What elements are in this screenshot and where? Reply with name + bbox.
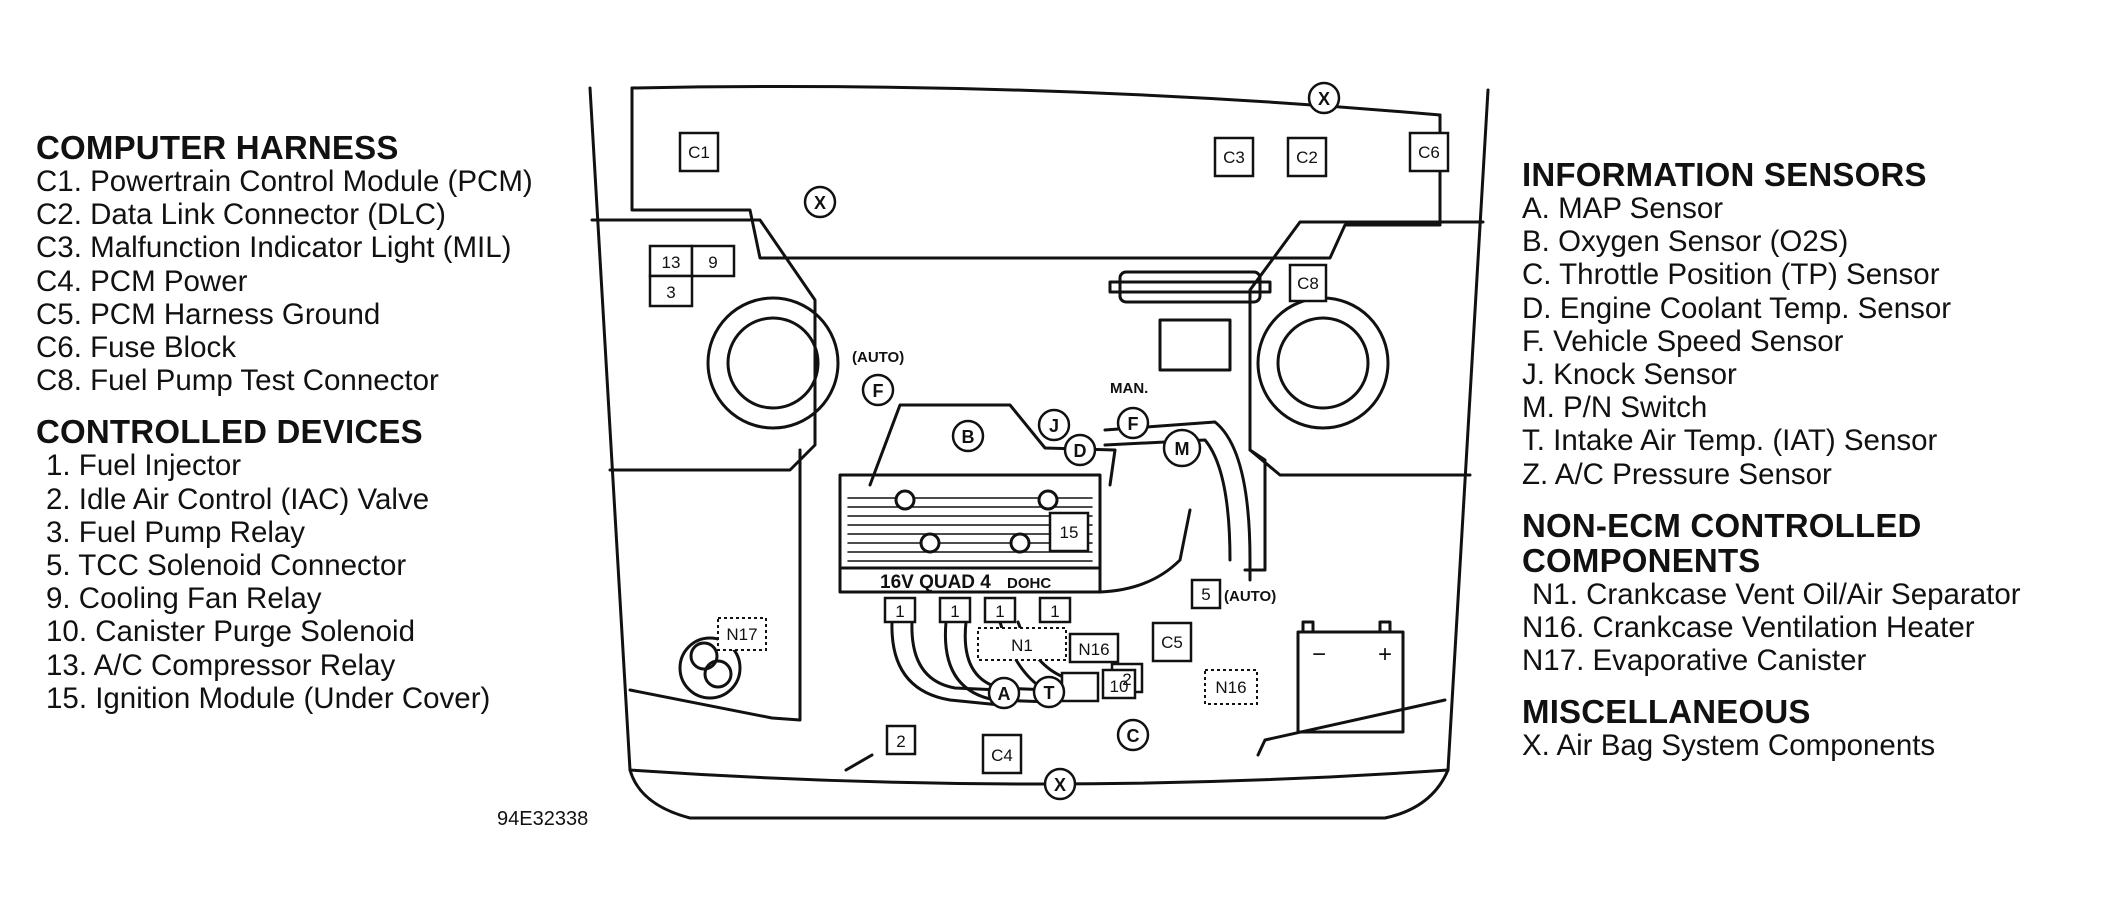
label-c6: C6 bbox=[1418, 143, 1440, 162]
legend-item: 15. Ignition Module (Under Cover) bbox=[46, 681, 491, 715]
legend-item: D. Engine Coolant Temp. Sensor bbox=[1522, 291, 1952, 325]
legend-item: X. Air Bag System Components bbox=[1522, 729, 1936, 763]
legend-item: 3. Fuel Pump Relay bbox=[46, 515, 306, 549]
legend-item: A. MAP Sensor bbox=[1522, 192, 1724, 225]
miscellaneous-heading: MISCELLANEOUS bbox=[1522, 693, 1811, 731]
label-2a: 2 bbox=[1122, 670, 1131, 689]
auto-label-top: (AUTO) bbox=[852, 349, 904, 366]
evap-canister bbox=[678, 636, 742, 700]
engine-head bbox=[868, 403, 1117, 487]
label-c3: C3 bbox=[1223, 148, 1245, 167]
legend-item: C8. Fuel Pump Test Connector bbox=[36, 364, 439, 398]
battery-minus: − bbox=[1312, 641, 1326, 668]
figure-id: 94E32338 bbox=[497, 808, 589, 830]
engine-block bbox=[838, 473, 1102, 594]
booster bbox=[1158, 318, 1232, 372]
right-fender-lower bbox=[1256, 698, 1447, 757]
battery-plus: + bbox=[1378, 641, 1392, 668]
legend-item: C3. Malfunction Indicator Light (MIL) bbox=[36, 231, 512, 265]
label-inj4: 1 bbox=[1050, 602, 1059, 621]
cowl-panel bbox=[630, 86, 1442, 260]
circle-t: T bbox=[1044, 683, 1055, 703]
left-strut-inner bbox=[726, 316, 820, 410]
body-outline bbox=[588, 86, 1490, 820]
engine-sub-label: DOHC bbox=[1007, 575, 1051, 592]
legend-item: M. P/N Switch bbox=[1522, 391, 1708, 425]
legend-item: 13. A/C Compressor Relay bbox=[46, 648, 396, 682]
box-labels bbox=[648, 131, 1450, 775]
non-ecm-heading: NON-ECM CONTROLLED bbox=[1522, 506, 1922, 544]
battery bbox=[1296, 630, 1405, 734]
left-fender bbox=[590, 218, 817, 472]
legend-item: J. Knock Sensor bbox=[1522, 358, 1737, 392]
legend-item: 5. TCC Solenoid Connector bbox=[46, 549, 407, 583]
label-inj1: 1 bbox=[895, 602, 904, 621]
air-duct bbox=[1103, 420, 1252, 582]
legend-left: COMPUTER HARNESS C1. Powertrain Control … bbox=[36, 130, 533, 715]
legend-item: Z. A/C Pressure Sensor bbox=[1522, 457, 1832, 491]
right-fender bbox=[1248, 220, 1485, 477]
inner-floor bbox=[628, 768, 1450, 786]
legend-item: N17. Evaporative Canister bbox=[1522, 644, 1867, 678]
circle-m: M bbox=[1175, 439, 1190, 459]
legend-item: 1. Fuel Injector bbox=[46, 449, 242, 483]
left-fender-lower bbox=[628, 448, 802, 722]
circle-c: C bbox=[1127, 726, 1140, 746]
non-ecm-heading-2: COMPONENTS bbox=[1522, 541, 1761, 579]
legend-item: 9. Cooling Fan Relay bbox=[46, 582, 322, 616]
circle-d: D bbox=[1074, 441, 1087, 461]
label-3: 3 bbox=[666, 283, 675, 302]
legend-item: 10. Canister Purge Solenoid bbox=[46, 615, 415, 649]
auto-label-5: (AUTO) bbox=[1224, 588, 1276, 605]
label-15: 15 bbox=[1060, 523, 1079, 542]
legend-item: C5. PCM Harness Ground bbox=[36, 297, 381, 331]
label-n1: N1 bbox=[1011, 636, 1033, 655]
label-13: 13 bbox=[662, 253, 681, 272]
legend-item: N1. Crankcase Vent Oil/Air Separator bbox=[1532, 577, 2021, 611]
label-n16b: N16 bbox=[1215, 678, 1246, 697]
circle-f-auto: F bbox=[873, 381, 884, 401]
circle-x-top: X bbox=[1318, 89, 1330, 109]
legend-item: N16. Crankcase Ventilation Heater bbox=[1522, 611, 1975, 645]
label-9: 9 bbox=[708, 253, 717, 272]
controlled-devices-heading: CONTROLLED DEVICES bbox=[36, 413, 423, 451]
master-cylinder bbox=[1118, 270, 1262, 304]
label-c4: C4 bbox=[991, 746, 1013, 765]
legend-item: C. Throttle Position (TP) Sensor bbox=[1522, 258, 1940, 292]
label-inj2: 1 bbox=[950, 602, 959, 621]
label-n17: N17 bbox=[726, 625, 757, 644]
engine-label: 16V QUAD 4 bbox=[880, 572, 991, 593]
label-c5: C5 bbox=[1161, 633, 1183, 652]
label-inj3: 1 bbox=[995, 602, 1004, 621]
circle-x-left: X bbox=[814, 193, 826, 213]
legend-item: F. Vehicle Speed Sensor bbox=[1522, 324, 1844, 358]
legend-item: B. Oxygen Sensor (O2S) bbox=[1522, 225, 1849, 259]
legend-item: 2. Idle Air Control (IAC) Valve bbox=[46, 482, 430, 516]
right-strut-inner bbox=[1276, 316, 1370, 410]
information-sensors-heading: INFORMATION SENSORS bbox=[1522, 156, 1927, 193]
circle-x-bottom: X bbox=[1054, 775, 1066, 795]
label-n16a: N16 bbox=[1078, 640, 1109, 659]
legend-item: T. Intake Air Temp. (IAT) Sensor bbox=[1522, 424, 1938, 458]
left-strut-outer bbox=[706, 296, 840, 430]
label-c8: C8 bbox=[1297, 274, 1319, 293]
circle-j: J bbox=[1049, 416, 1059, 436]
computer-harness-heading: COMPUTER HARNESS bbox=[36, 129, 399, 166]
label-2b: 2 bbox=[896, 732, 905, 751]
man-label: MAN. bbox=[1110, 380, 1148, 397]
label-10: 10 bbox=[1110, 677, 1129, 696]
legend-item: C6. Fuse Block bbox=[36, 331, 237, 365]
label-c2: C2 bbox=[1296, 148, 1318, 167]
label-c1: C1 bbox=[688, 143, 710, 162]
circle-a: A bbox=[998, 684, 1011, 704]
circle-b: B bbox=[962, 427, 975, 447]
legend-item: C1. Powertrain Control Module (PCM) bbox=[36, 165, 533, 198]
hose-1 bbox=[890, 620, 1002, 707]
circle-f-man: F bbox=[1128, 414, 1139, 434]
legend-item: C2. Data Link Connector (DLC) bbox=[36, 198, 446, 232]
legend-right: INFORMATION SENSORS A. MAP Sensor B. Oxy… bbox=[1522, 157, 2021, 763]
label-5: 5 bbox=[1201, 585, 1210, 604]
legend-item: C4. PCM Power bbox=[36, 264, 248, 298]
